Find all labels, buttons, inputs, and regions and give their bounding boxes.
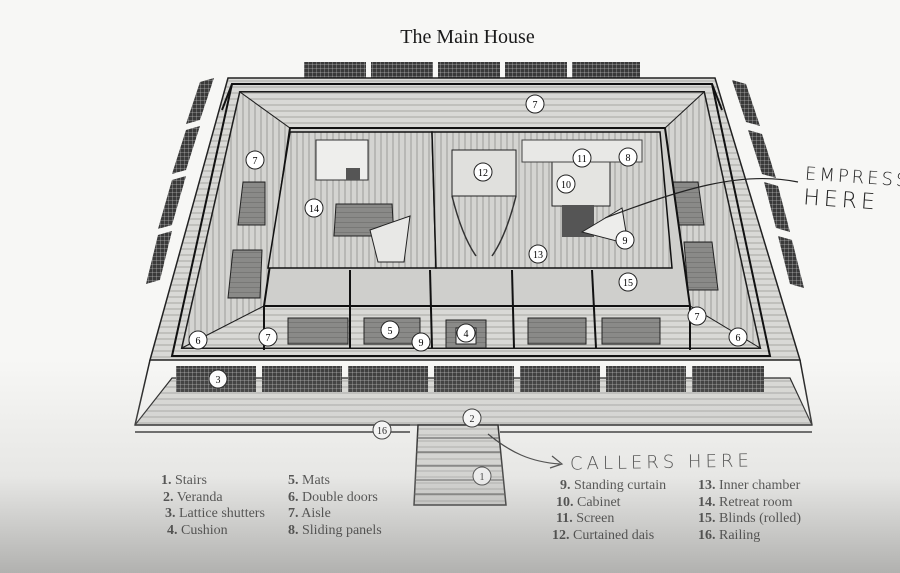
legend-item: 9. Standing curtain — [560, 478, 667, 493]
legend-item: 2. Veranda — [163, 489, 223, 505]
svg-text:10: 10 — [561, 180, 571, 191]
svg-text:14: 14 — [309, 204, 319, 215]
legend-column-2: 5. Mats 6. Double doors 7. Aisle 8. Slid… — [288, 473, 382, 539]
legend-item: 7. Aisle — [288, 506, 331, 521]
legend-item: 10. Cabinet — [556, 494, 621, 510]
svg-text:6: 6 — [196, 336, 201, 347]
svg-text:4: 4 — [464, 329, 469, 340]
diagram-title: The Main House — [400, 26, 535, 48]
callout-1: 1 — [472, 466, 492, 486]
callout-9-inner: 9 — [615, 230, 635, 250]
svg-text:13: 13 — [533, 250, 543, 261]
svg-text:5: 5 — [388, 326, 393, 337]
callout-7-right: 7 — [687, 306, 707, 326]
side-lattice-shutters — [146, 78, 804, 288]
legend-column-1: 1. Stairs 2. Veranda 3. Lattice shutters… — [161, 473, 265, 539]
inner-building — [262, 127, 692, 307]
svg-text:12: 12 — [478, 168, 488, 179]
svg-text:7: 7 — [266, 333, 271, 344]
legend-item: 4. Cushion — [167, 522, 228, 538]
svg-text:8: 8 — [626, 153, 631, 164]
svg-text:7: 7 — [695, 312, 700, 323]
callout-11: 11 — [572, 148, 592, 168]
callers-annotation: CALLERS HERE — [569, 450, 753, 475]
callout-7-bottom: 7 — [258, 327, 278, 347]
callout-6-left: 6 — [188, 330, 208, 350]
empress-annotation: EMPRESS HERE — [802, 163, 900, 216]
legend-item: 15. Blinds (rolled) — [698, 511, 802, 526]
top-lattice-shutters — [304, 62, 640, 78]
front-lattice-shutters — [176, 366, 764, 392]
legend-item: 6. Double doors — [288, 489, 378, 505]
callout-13: 13 — [528, 244, 548, 264]
callout-16: 16 — [372, 420, 392, 440]
legend-item: 8. Sliding panels — [288, 522, 382, 538]
svg-text:11: 11 — [577, 154, 587, 165]
svg-text:6: 6 — [736, 333, 741, 344]
legend-item: 14. Retreat room — [698, 494, 793, 510]
callout-12: 12 — [473, 162, 493, 182]
legend-item: 16. Railing — [698, 527, 761, 543]
callout-4: 4 — [456, 323, 476, 343]
legend-column-4: 13. Inner chamber 14. Retreat room 15. B… — [698, 478, 801, 544]
callout-14: 14 — [304, 198, 324, 218]
svg-text:9: 9 — [623, 236, 628, 247]
callout-5: 5 — [380, 320, 400, 340]
svg-text:9: 9 — [419, 338, 424, 349]
callout-2: 2 — [462, 408, 482, 428]
svg-text:16: 16 — [377, 426, 387, 437]
callout-10: 10 — [556, 174, 576, 194]
legend-item: 12. Curtained dais — [552, 527, 655, 543]
side-mats — [227, 181, 719, 299]
legend-column-3: 9. Standing curtain 10. Cabinet 11. Scre… — [552, 478, 667, 544]
legend-item: 13. Inner chamber — [698, 478, 801, 493]
svg-text:2: 2 — [470, 414, 475, 425]
callout-7-top: 7 — [525, 94, 545, 114]
svg-text:3: 3 — [216, 375, 221, 386]
legend-item: 3. Lattice shutters — [165, 506, 265, 521]
callout-15: 15 — [618, 272, 638, 292]
legend-item: 5. Mats — [288, 473, 330, 488]
svg-text:7: 7 — [253, 156, 258, 167]
legend-item: 11. Screen — [556, 511, 615, 526]
svg-text:1: 1 — [480, 472, 485, 483]
pillars — [221, 83, 723, 350]
callout-7-left: 7 — [245, 150, 265, 170]
legend-item: 1. Stairs — [161, 473, 207, 488]
svg-text:7: 7 — [533, 100, 538, 111]
callout-6-right: 6 — [728, 327, 748, 347]
callout-3: 3 — [208, 369, 228, 389]
callout-9-front: 9 — [411, 332, 431, 352]
callout-8: 8 — [618, 147, 638, 167]
svg-text:15: 15 — [623, 278, 633, 289]
